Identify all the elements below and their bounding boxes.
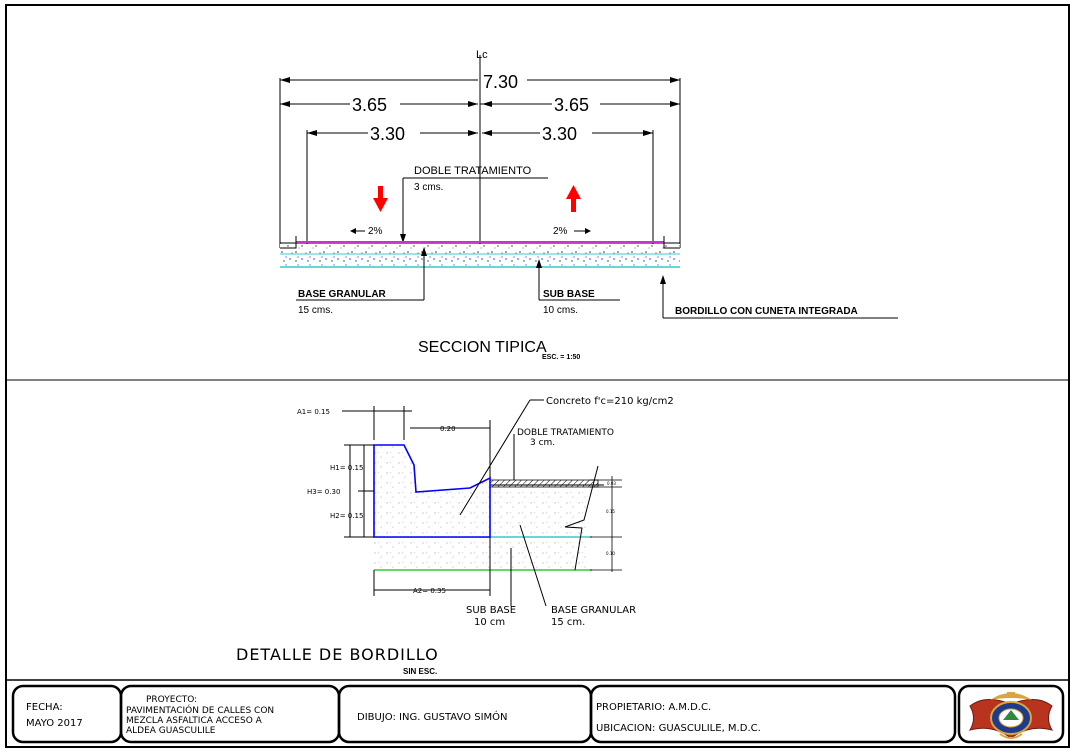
proyecto-line-3: ALDEA GUASCULILE — [126, 726, 216, 736]
detail-h2: H2= 0.15 — [330, 512, 363, 520]
detail-surface-thickness: 3 cm. — [530, 438, 555, 448]
dibujo-text: DIBUJO: ING. GUSTAVO SIMÓN — [357, 710, 508, 723]
section-subbase-label: SUB BASE — [543, 289, 595, 300]
dim-lane-right: 3.30 — [542, 124, 577, 144]
slope-right: 2% — [553, 226, 568, 237]
detail-scale: SIN ESC. — [403, 667, 437, 676]
detail-a2: A2= 0.35 — [413, 587, 446, 595]
sheet-border — [5, 4, 1070, 748]
detail-subbase-thickness: 10 cm — [474, 617, 505, 628]
detail-gutter-width: 0.20 — [440, 425, 456, 433]
detail-a1: A1= 0.15 — [297, 408, 330, 416]
section-curb-label: BORDILLO CON CUNETA INTEGRADA — [675, 306, 858, 317]
logo-box — [957, 684, 1065, 744]
coat-of-arms-icon — [968, 692, 1054, 739]
section-scale: ESC. = 1:50 — [542, 354, 580, 361]
proyecto-line-1: PAVIMENTACIÓN DE CALLES CON — [126, 704, 274, 716]
fecha-box — [11, 684, 123, 744]
detail-title: DETALLE DE BORDILLO — [236, 645, 439, 664]
section-base-label: BASE GRANULAR — [298, 289, 387, 300]
section-title: SECCION TIPICA — [418, 339, 547, 356]
fecha-value: MAYO 2017 — [26, 718, 83, 729]
ubicacion-text: UBICACION: GUASCULILE, M.D.C. — [596, 723, 761, 734]
dim-half-right: 3.65 — [554, 95, 589, 115]
slope-left: 2% — [368, 226, 383, 237]
curb-detail: A1= 0.15 0.20 H1= 0.15 H3= 0.30 H2= 0.15… — [236, 396, 674, 676]
title-block: FECHA: MAYO 2017 PROYECTO: PAVIMENTACIÓN… — [11, 684, 1065, 744]
propietario-text: PROPIETARIO: A.M.D.C. — [596, 702, 711, 713]
detail-right-dim-2: 0.15 — [606, 509, 615, 514]
detail-right-dim-3: 0.10 — [606, 551, 615, 556]
detail-base-label: BASE GRANULAR — [551, 605, 636, 616]
detail-right-dim-1: 0.03 — [607, 481, 616, 486]
dim-total: 7.30 — [483, 72, 518, 92]
arrow-up-icon — [566, 185, 581, 212]
fecha-label: FECHA: — [26, 702, 63, 713]
proyecto-line-2: MEZCLA ASFALTICA ACCESO A — [126, 716, 263, 726]
arrow-down-icon — [373, 186, 388, 212]
propietario-box — [589, 684, 957, 744]
centerline-label: Lc — [476, 49, 488, 61]
detail-base-thickness: 15 cm. — [551, 617, 585, 628]
section-base-thickness: 15 cms. — [298, 305, 333, 316]
typical-section: Lc 7.30 3.65 3.65 3.30 3.30 DOBL — [279, 49, 898, 361]
section-surface-thickness: 3 cms. — [414, 182, 443, 193]
detail-concrete: Concreto f'c=210 kg/cm2 — [546, 396, 674, 407]
section-surface-label: DOBLE TRATAMIENTO — [414, 165, 532, 177]
dim-half-left: 3.65 — [352, 95, 387, 115]
detail-h3: H3= 0.30 — [307, 488, 340, 496]
detail-surface-label: DOBLE TRATAMIENTO — [517, 428, 614, 438]
detail-h1: H1= 0.15 — [330, 464, 363, 472]
detail-subbase-label: SUB BASE — [466, 605, 516, 616]
dim-lane-left: 3.30 — [370, 124, 405, 144]
proyecto-label: PROYECTO: — [146, 695, 197, 705]
section-subbase-thickness: 10 cms. — [543, 305, 578, 316]
